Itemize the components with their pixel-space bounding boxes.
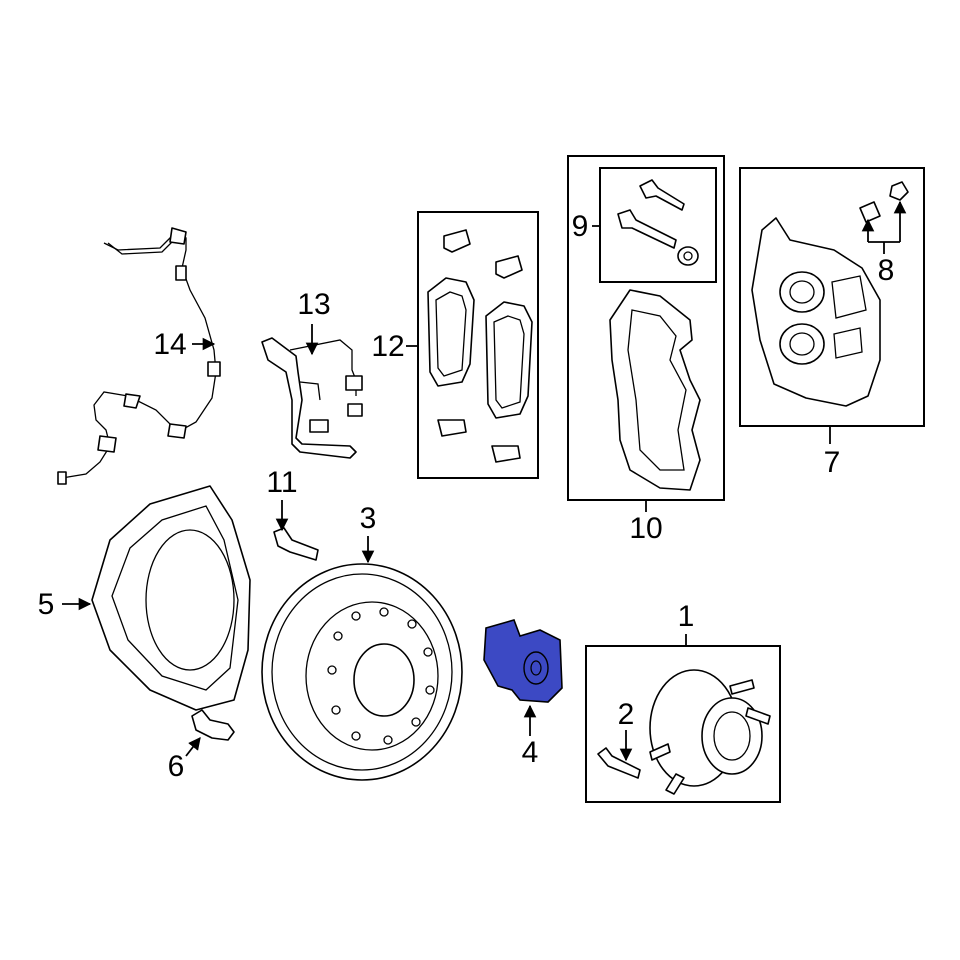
callout-10: 10 xyxy=(629,512,662,545)
brake-pads xyxy=(427,229,533,463)
hub-assembly-box xyxy=(585,645,781,803)
wheel-stud xyxy=(597,747,641,779)
callout-8: 8 xyxy=(878,254,895,287)
callout-3: 3 xyxy=(360,502,377,535)
brake-caliper xyxy=(751,217,881,407)
wheel-hub-spacer-highlighted xyxy=(483,619,563,703)
abs-sensor-wire xyxy=(57,227,221,485)
caliper-group-box xyxy=(739,167,925,427)
guide-pin-kit-box xyxy=(599,167,717,283)
callout-2: 2 xyxy=(618,698,635,731)
pads-group-box xyxy=(417,211,539,479)
callout-1: 1 xyxy=(678,600,695,633)
callout-4: 4 xyxy=(522,736,539,769)
dust-shield xyxy=(91,485,251,711)
caliper-bolts xyxy=(859,181,909,223)
callout-6: 6 xyxy=(168,750,185,783)
callout-13: 13 xyxy=(297,288,330,321)
callout-12: 12 xyxy=(371,330,404,363)
brake-rotor xyxy=(261,563,463,781)
callout-7: 7 xyxy=(824,446,841,479)
callout-labels: 1 2 3 4 5 6 7 8 9 10 11 12 13 14 xyxy=(38,210,895,783)
callout-14: 14 xyxy=(153,328,186,361)
callout-11: 11 xyxy=(266,466,297,499)
caliper-bracket xyxy=(609,289,701,491)
bolt-6 xyxy=(191,709,235,741)
sensor-wire-bracket xyxy=(261,337,363,459)
callout-9: 9 xyxy=(572,210,589,243)
guide-pin-kit xyxy=(617,179,699,266)
leader-lines xyxy=(62,200,907,762)
wheel-hub-bearing xyxy=(649,669,771,795)
callout-5: 5 xyxy=(38,588,55,621)
dust-shield-bolt-11 xyxy=(273,527,319,561)
